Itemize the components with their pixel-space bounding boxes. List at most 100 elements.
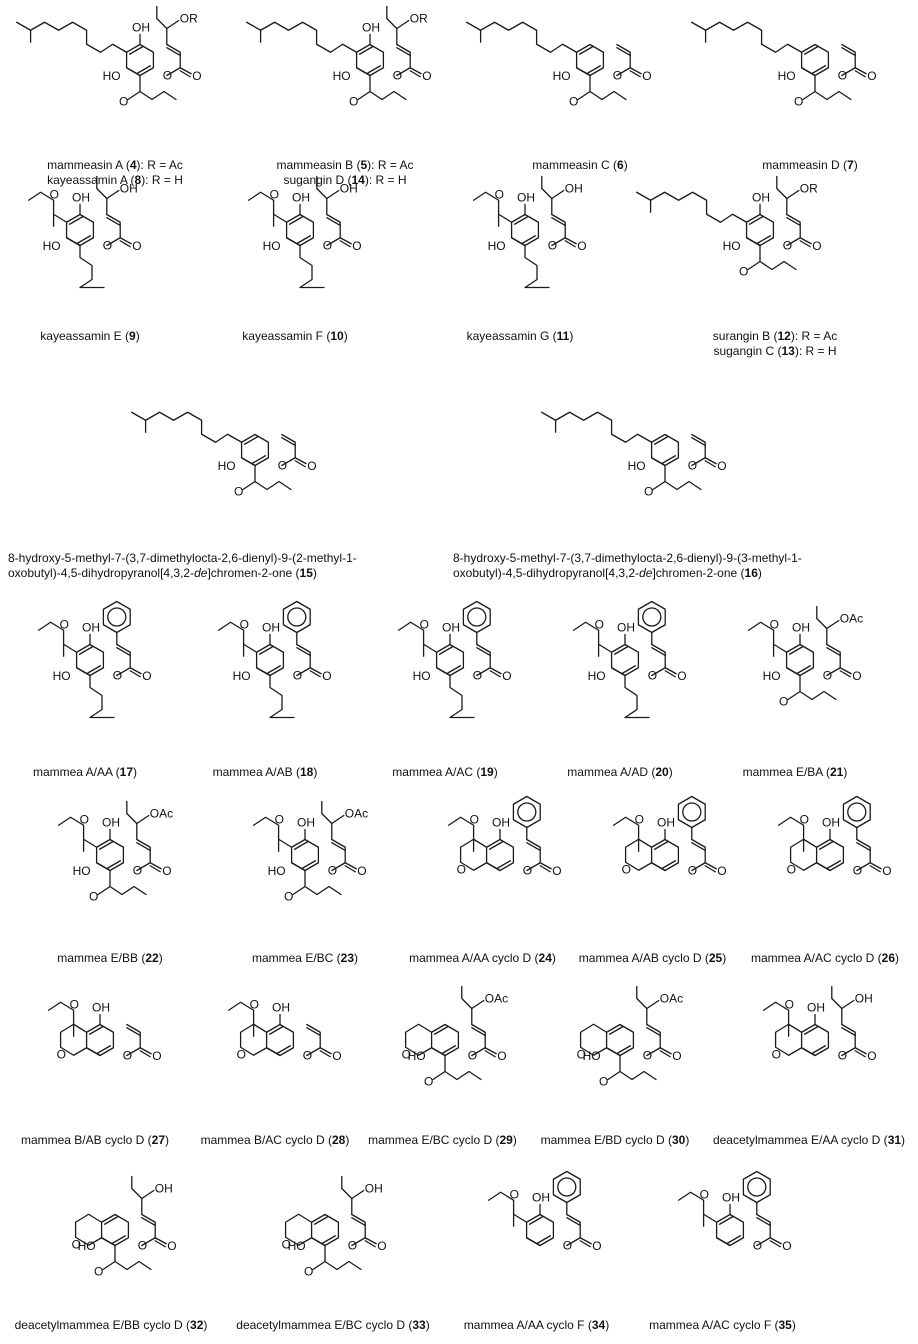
hydroxyl-label: HO (413, 669, 431, 683)
acyl-oxygen-label: O (284, 890, 293, 904)
caption-line: kayeassamin G (11) (466, 329, 574, 343)
ring-oxygen-label: O (293, 669, 302, 683)
compound-name: mammeasin A (47, 158, 123, 172)
caption-line: mammeasin A (4): R = Ac (47, 158, 183, 172)
compound-number: 18 (300, 765, 314, 779)
compound-number: 5 (360, 158, 368, 172)
pyran-oxygen-label: O (457, 862, 466, 876)
r-group-definition: R = H (805, 344, 837, 358)
hydroxyl-label: OH (292, 191, 310, 205)
acyl-oxygen-label: O (240, 617, 249, 631)
side-chain-label: OAc (150, 807, 173, 821)
compound-caption: mammea A/AA (17) (10, 765, 160, 780)
carbonyl-oxygen-label: O (192, 69, 201, 83)
compound-name: mammeasin C (532, 158, 610, 172)
ring-oxygen-label: O (123, 1049, 132, 1063)
compound-name: deacetylmammea E/BC cyclo D (236, 1318, 406, 1332)
hydroxyl-label: OH (792, 621, 810, 635)
side-chain-label: OR (410, 12, 428, 26)
caption-line: mammea A/AC cyclo D (26) (750, 951, 900, 965)
compound-name: kayeassamin G (466, 329, 550, 343)
compound-name: surangin B (712, 329, 771, 343)
caption-line: mammea E/BA (21) (742, 765, 848, 779)
carbonyl-oxygen-label: O (497, 1049, 506, 1063)
carbonyl-oxygen-label: O (142, 669, 151, 683)
caption-line: mammea A/AC cyclo F (35) (649, 1318, 796, 1332)
side-chain-label: OR (180, 12, 198, 26)
caption-line: mammea E/BC (23) (251, 951, 359, 965)
ring-oxygen-label: O (648, 669, 657, 683)
carbonyl-oxygen-label: O (167, 1239, 176, 1253)
ring-oxygen-label: O (823, 669, 832, 683)
hydroxyl-label: OH (807, 1001, 825, 1015)
compound-name: mammea A/AD (567, 765, 648, 779)
r-group-definition: R = Ac (147, 158, 183, 172)
ring-oxygen-label: O (328, 864, 337, 878)
caption-line: sugangin C (13): R = H (713, 344, 837, 358)
acyl-oxygen-label: O (739, 265, 748, 279)
hydroxyl-label: OH (822, 816, 840, 830)
hydroxyl-label: HO (233, 669, 251, 683)
acyl-oxygen-label: O (595, 617, 604, 631)
compound-name: kayeassamin E (40, 329, 122, 343)
compound-name: sugangin D (283, 173, 345, 187)
caption-fragment: de (639, 566, 653, 580)
pyran-oxygen-label: O (772, 1047, 781, 1061)
compound-name: mammeasin B (276, 158, 354, 172)
ring-oxygen-label: O (753, 1239, 762, 1253)
caption-line: kayeassamin A (8): R = H (47, 173, 183, 187)
acyl-oxygen-label: O (635, 812, 644, 826)
carbonyl-oxygen-label: O (852, 669, 861, 683)
acyl-oxygen-label: O (50, 187, 59, 201)
caption-line: mammea A/AB cyclo D (25) (578, 951, 727, 965)
compound-number: 16 (744, 566, 758, 580)
hydroxyl-label: OH (102, 816, 120, 830)
pyran-oxygen-label: O (72, 1237, 81, 1251)
pyran-oxygen-label: O (577, 1047, 586, 1061)
ring-oxygen-label: O (138, 1239, 147, 1253)
compound-caption: mammeasin C (6) (500, 158, 660, 173)
ring-oxygen-label: O (473, 669, 482, 683)
compound-name: mammea E/BB (57, 951, 138, 965)
ring-oxygen-label: O (613, 69, 622, 83)
compound-number: 29 (499, 1133, 513, 1147)
compound-number: 13 (781, 344, 795, 358)
hydroxyl-label: HO (583, 1049, 601, 1063)
caption-line: deacetylmammea E/BC cyclo D (33) (236, 1318, 430, 1332)
caption-line: mammea B/AB cyclo D (27) (20, 1133, 170, 1147)
ring-oxygen-label: O (103, 239, 112, 253)
hydroxyl-label: HO (263, 239, 281, 253)
hydroxyl-label: HO (53, 669, 71, 683)
ring-oxygen-label: O (783, 239, 792, 253)
compound-name: mammea B/AC cyclo D (200, 1133, 325, 1147)
hydroxyl-label: OH (752, 191, 770, 205)
compound-number: 34 (591, 1318, 606, 1332)
ring-oxygen-label: O (278, 459, 287, 473)
carbonyl-oxygen-label: O (717, 459, 726, 473)
compound-number: 4 (129, 158, 137, 172)
compound-number: 14 (351, 173, 365, 187)
ring-oxygen-label: O (643, 1049, 652, 1063)
carbonyl-oxygen-label: O (552, 864, 561, 878)
r-group-definition: R = Ac (377, 158, 414, 172)
compound-name: mammea E/BC cyclo D (368, 1133, 493, 1147)
acyl-oxygen-label: O (644, 485, 653, 499)
compound-name: mammea A/AA (32, 765, 113, 779)
ring-oxygen-label: O (323, 239, 332, 253)
caption-line: kayeassamin F (10) (242, 329, 348, 343)
caption-line: mammea A/AD (20) (567, 765, 673, 779)
compound-number: 15 (299, 566, 313, 580)
carbonyl-oxygen-label: O (322, 669, 331, 683)
caption-line: mammea A/AA (17) (32, 765, 138, 779)
acyl-oxygen-label: O (94, 1265, 103, 1279)
compound-caption: mammea A/AC cyclo D (26) (735, 951, 915, 966)
hydroxyl-label: OH (657, 816, 675, 830)
carbonyl-oxygen-label: O (132, 239, 141, 253)
caption-line: mammea E/BB (22) (57, 951, 163, 965)
caption-line: surangin B (12): R = Ac (712, 329, 838, 343)
